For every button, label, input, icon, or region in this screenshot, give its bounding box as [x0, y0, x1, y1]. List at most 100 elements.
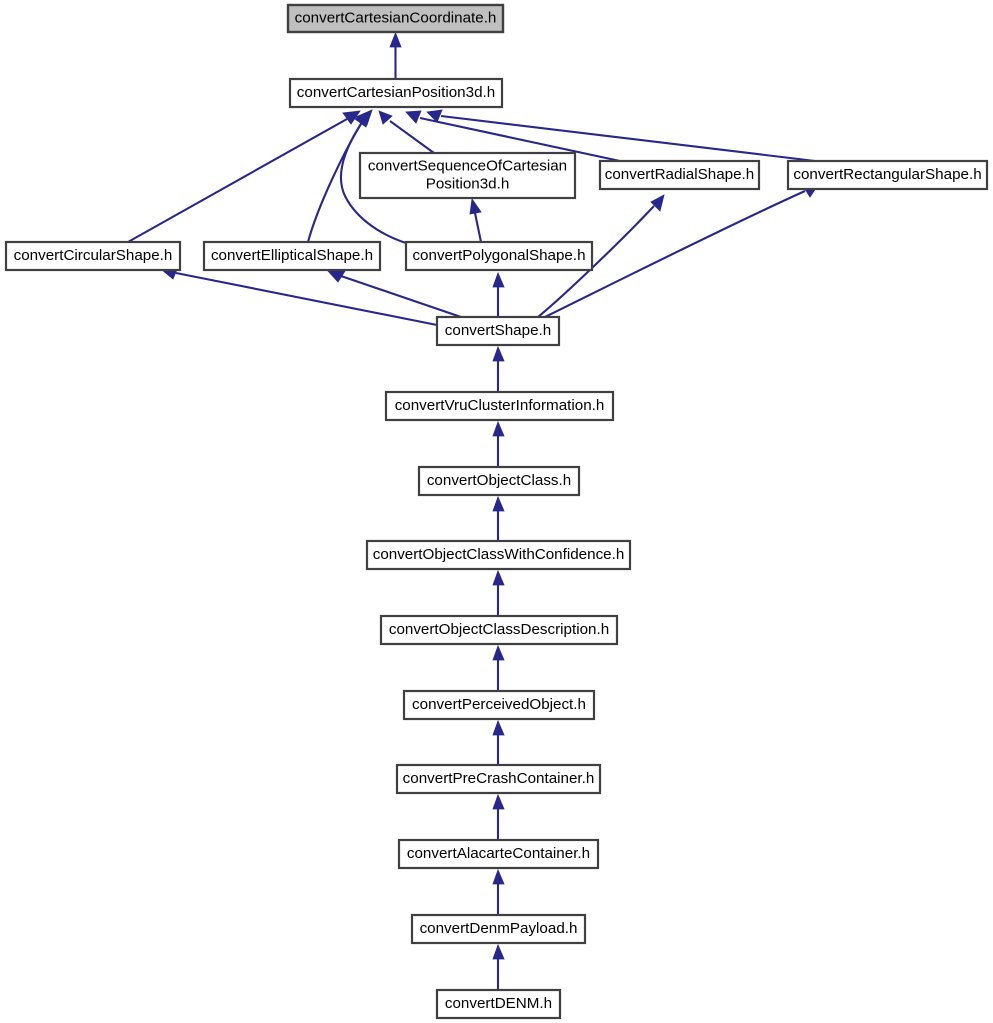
graph-node-preCrashContainer[interactable]: convertPreCrashContainer.h: [395, 763, 602, 795]
graph-node-denmPayload[interactable]: convertDenmPayload.h: [410, 913, 587, 945]
node-box[interactable]: [417, 465, 581, 497]
edge-line: [340, 275, 462, 318]
graph-edge-denmPayload-to-alacarteContainer: [492, 868, 505, 915]
node-label: convertRadialShape.h: [605, 166, 754, 183]
graph-edge-radialShape-to-cartesianPosition3d: [405, 110, 621, 163]
node-box[interactable]: [435, 988, 562, 1020]
graph-edge-denm-to-denmPayload: [492, 943, 505, 990]
node-box[interactable]: [288, 77, 504, 109]
node-box[interactable]: [397, 838, 600, 870]
graph-node-circularShape[interactable]: convertCircularShape.h: [4, 240, 182, 272]
graph-edge-polygonalShape-to-cartesianPosition3d: [340, 111, 410, 246]
node-label: convertRectangularShape.h: [793, 166, 981, 183]
edge-line: [389, 120, 435, 154]
graph-node-cartesianPosition3d[interactable]: convertCartesianPosition3d.h: [288, 77, 504, 109]
graph-edge-sequenceOfCartesianPosition3d-to-cartesianPosition3d: [378, 110, 435, 154]
node-box[interactable]: [286, 3, 505, 34]
edge-line: [440, 114, 816, 163]
edge-line: [419, 116, 621, 163]
graph-edge-cartesianPosition3d-to-cartesianCoordinate: [389, 31, 402, 79]
graph-node-denm[interactable]: convertDENM.h: [435, 988, 562, 1020]
node-box[interactable]: [395, 763, 602, 795]
graph-edge-preCrashContainer-to-perceivedObject: [492, 719, 505, 765]
graph-edge-rectangularShape-to-cartesianPosition3d: [426, 109, 816, 163]
graph-node-objectClassDescription[interactable]: convertObjectClassDescription.h: [379, 614, 619, 646]
arrowhead-icon: [492, 420, 505, 437]
node-box[interactable]: [786, 159, 989, 191]
node-label: convertPolygonalShape.h: [412, 247, 585, 264]
graph-edge-perceivedObject-to-objectClassDescription: [492, 644, 505, 691]
graph-node-shape[interactable]: convertShape.h: [435, 315, 561, 347]
edge-line: [340, 123, 410, 246]
node-box[interactable]: [4, 240, 182, 272]
graph-edge-circularShape-to-cartesianPosition3d: [127, 110, 361, 243]
graph-edge-objectClassDescription-to-objectClassWithConfidence: [492, 569, 505, 616]
node-box[interactable]: [410, 913, 587, 945]
node-label: convertVruClusterInformation.h: [395, 397, 605, 414]
arrowhead-icon: [492, 943, 505, 960]
edge-line: [306, 121, 363, 243]
graph-node-cartesianCoordinate[interactable]: convertCartesianCoordinate.h: [286, 3, 505, 34]
node-box[interactable]: [365, 539, 632, 571]
node-label: convertCircularShape.h: [14, 247, 173, 264]
graph-edge-shape-to-circularShape: [161, 266, 438, 327]
arrowhead-icon: [492, 719, 505, 736]
node-box[interactable]: [598, 159, 761, 191]
edge-line: [175, 271, 438, 327]
arrowhead-icon: [650, 194, 665, 212]
arrowhead-icon: [492, 345, 505, 362]
node-box[interactable]: [358, 151, 577, 200]
graph-node-objectClassWithConfidence[interactable]: convertObjectClassWithConfidence.h: [365, 539, 632, 571]
graph-edge-objectClass-to-vruClusterInformation: [492, 420, 505, 467]
graph-edge-objectClassWithConfidence-to-objectClass: [492, 495, 505, 541]
node-label: convertSequenceOfCartesian: [368, 158, 567, 175]
edge-line: [473, 212, 483, 243]
graph-edge-vruClusterInformation-to-shape: [492, 345, 505, 392]
node-label: convertCartesianCoordinate.h: [295, 10, 497, 27]
graph-edge-shape-to-ellipticalShape: [327, 270, 462, 318]
arrowhead-icon: [492, 569, 505, 586]
graph-node-objectClass[interactable]: convertObjectClass.h: [417, 465, 581, 497]
node-label: convertObjectClassDescription.h: [389, 621, 609, 638]
graph-node-polygonalShape[interactable]: convertPolygonalShape.h: [404, 240, 594, 272]
arrowhead-icon: [492, 868, 505, 885]
graph-edge-shape-to-radialShape: [537, 194, 665, 318]
graph-node-perceivedObject[interactable]: convertPerceivedObject.h: [402, 689, 596, 721]
node-box[interactable]: [402, 689, 596, 721]
arrowhead-icon: [389, 31, 402, 48]
node-box[interactable]: [435, 315, 561, 347]
node-box[interactable]: [202, 240, 382, 272]
node-box[interactable]: [404, 240, 594, 272]
node-label: convertAlacarteContainer.h: [407, 845, 590, 862]
node-label: convertObjectClassWithConfidence.h: [373, 546, 625, 563]
node-label: convertObjectClass.h: [427, 472, 571, 489]
arrowhead-icon: [469, 197, 482, 215]
graph-node-ellipticalShape[interactable]: convertEllipticalShape.h: [202, 240, 382, 272]
graph-node-alacarteContainer[interactable]: convertAlacarteContainer.h: [397, 838, 600, 870]
graph-nodes: convertCartesianCoordinate.h convertCarte…: [4, 3, 989, 1020]
graph-node-rectangularShape[interactable]: convertRectangularShape.h: [786, 159, 989, 191]
graph-edge-alacarteContainer-to-preCrashContainer: [492, 793, 505, 840]
arrowhead-icon: [492, 271, 505, 288]
node-label: convertDenmPayload.h: [420, 920, 578, 937]
node-box[interactable]: [384, 390, 615, 422]
node-label: convertPerceivedObject.h: [412, 696, 586, 713]
node-box[interactable]: [379, 614, 619, 646]
edge-line: [537, 205, 655, 318]
node-label: convertPreCrashContainer.h: [403, 770, 595, 787]
arrowhead-icon: [492, 644, 505, 661]
graph-node-radialShape[interactable]: convertRadialShape.h: [598, 159, 761, 191]
node-label: convertEllipticalShape.h: [211, 247, 373, 264]
edge-line: [544, 190, 806, 318]
arrowhead-icon: [492, 793, 505, 810]
arrowhead-icon: [354, 111, 372, 128]
node-label: convertShape.h: [445, 322, 551, 339]
graph-node-vruClusterInformation[interactable]: convertVruClusterInformation.h: [384, 390, 615, 422]
node-label: convertDENM.h: [445, 995, 552, 1012]
node-label: convertCartesianPosition3d.h: [297, 84, 495, 101]
arrowhead-icon: [405, 110, 422, 124]
arrowhead-icon: [342, 110, 361, 125]
